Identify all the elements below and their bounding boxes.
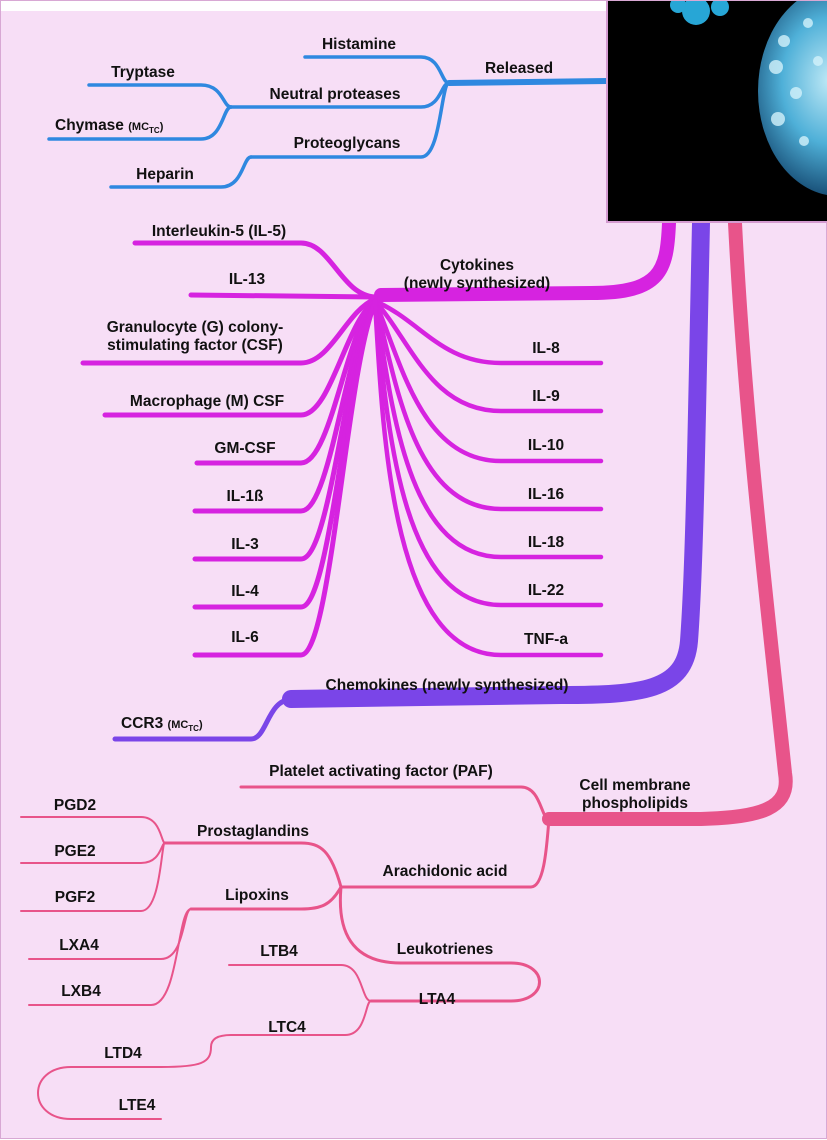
label-tnfa: TNF-a	[524, 631, 568, 648]
label-pge2: PGE2	[54, 843, 96, 860]
label-il8: IL-8	[532, 340, 560, 357]
mast-cell-micrograph-image	[606, 1, 827, 223]
label-il16: IL-16	[527, 486, 565, 503]
label-lipoxins: Lipoxins	[225, 887, 289, 904]
label-ltd4: LTD4	[104, 1045, 142, 1062]
label-neutral-proteases: Neutral proteases	[269, 86, 401, 103]
label-lxa4: LXA4	[59, 937, 99, 954]
label-tryptase: Tryptase	[111, 64, 175, 81]
label-ltc4: LTC4	[268, 1019, 306, 1036]
label-il13: IL-13	[228, 271, 266, 288]
top-white-strip	[1, 1, 607, 11]
label-lte4: LTE4	[118, 1097, 156, 1114]
label-gcsf: Granulocyte (G) colony-stimulating facto…	[106, 319, 284, 354]
label-prostaglandins: Prostaglandins	[197, 823, 309, 840]
label-proteoglycans: Proteoglycans	[293, 135, 401, 152]
label-il1b: IL-1ß	[226, 488, 264, 505]
label-chemokines: Chemokines (newly synthesized)	[325, 677, 569, 694]
trunk-chemokine	[282, 214, 710, 708]
label-il5: Interleukin-5 (IL-5)	[151, 223, 287, 240]
label-histamine: Histamine	[321, 36, 397, 53]
label-il4: IL-4	[231, 583, 259, 600]
label-il10: IL-10	[527, 437, 565, 454]
label-pgf2: PGF2	[54, 889, 96, 906]
label-chymase: Chymase (MCTC)	[55, 117, 164, 136]
label-paf: Platelet activating factor (PAF)	[269, 763, 493, 780]
label-mcsf: Macrophage (M) CSF	[129, 393, 285, 410]
label-ltb4: LTB4	[260, 943, 298, 960]
label-released: Released	[484, 60, 554, 77]
label-il3: IL-3	[231, 536, 259, 553]
label-arachidonic-acid: Arachidonic acid	[382, 863, 508, 880]
label-il22: IL-22	[527, 582, 565, 599]
label-ccr3: CCR3 (MCTC)	[121, 715, 203, 734]
label-il9: IL-9	[532, 388, 560, 405]
trunk-released	[446, 78, 610, 86]
trunk-cytokine	[374, 216, 676, 302]
label-leukotrienes: Leukotrienes	[396, 941, 494, 958]
label-il6: IL-6	[231, 629, 259, 646]
label-gmcsf: GM-CSF	[214, 440, 276, 457]
label-lta4: LTA4	[418, 991, 456, 1008]
label-lxb4: LXB4	[61, 983, 101, 1000]
mast-cell-micrograph-icon	[608, 1, 827, 221]
trunk-lipid	[542, 216, 793, 826]
label-cytokines: Cytokines(newly synthesized)	[403, 257, 551, 292]
label-pgd2: PGD2	[53, 797, 97, 814]
label-il18: IL-18	[527, 534, 565, 551]
label-heparin: Heparin	[136, 166, 194, 183]
